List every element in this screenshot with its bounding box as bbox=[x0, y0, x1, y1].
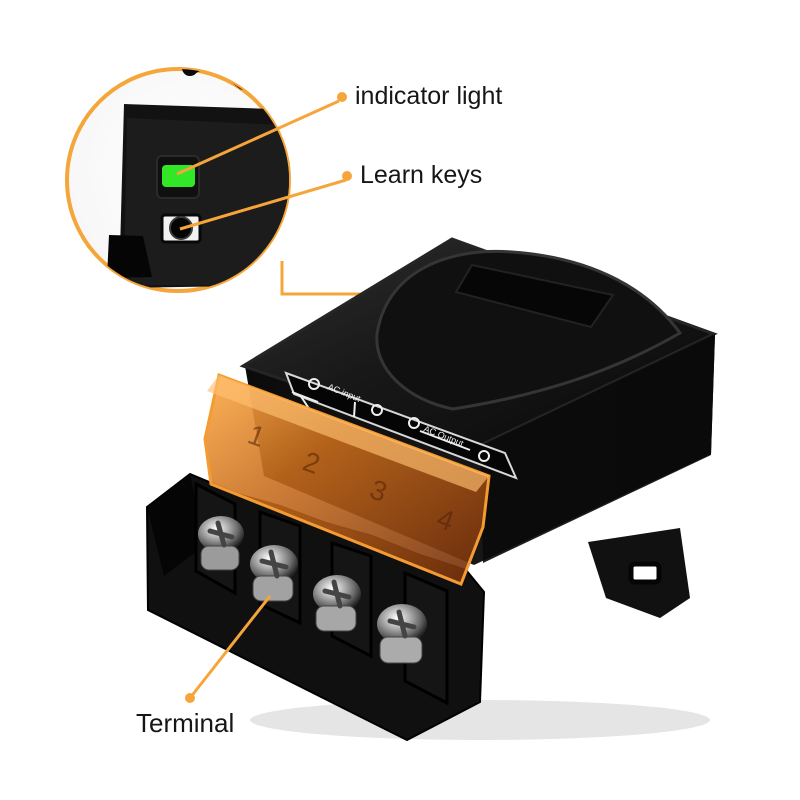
antenna-dome bbox=[375, 249, 683, 411]
label-window bbox=[454, 263, 615, 329]
device-shadow bbox=[250, 700, 710, 740]
terminal-cover-highlight bbox=[207, 375, 489, 492]
learn-keys-callout-dot bbox=[342, 170, 352, 181]
terminal-callout-dot bbox=[185, 693, 195, 703]
terminal-mark-lines bbox=[291, 391, 471, 451]
terminal-callout: Terminal bbox=[136, 708, 234, 739]
terminal-marking-symbols bbox=[291, 378, 490, 462]
terminal-mark-icon bbox=[371, 404, 383, 416]
inset-connector-line bbox=[280, 261, 368, 296]
indicator-light-callout-dot bbox=[337, 91, 347, 102]
inset-base-edge bbox=[107, 235, 152, 278]
learn-key-callout-line bbox=[179, 178, 347, 231]
indicator-callout-line bbox=[176, 99, 340, 176]
terminal-screws bbox=[198, 516, 427, 664]
right-housing-face bbox=[480, 334, 715, 563]
terminal-mark-icon bbox=[308, 378, 320, 390]
terminal-screw-icon bbox=[250, 545, 298, 602]
terminal-label: Terminal bbox=[136, 708, 235, 738]
mounting-hole-icon bbox=[628, 561, 662, 585]
terminal-mark-icon bbox=[478, 450, 490, 462]
learn-keys-label: Learn keys bbox=[360, 161, 483, 189]
learn-keys-callout: Learn keys bbox=[342, 161, 482, 190]
terminal-screw-icon bbox=[313, 575, 361, 632]
indicator-light-label: indicator light bbox=[355, 82, 503, 110]
zoom-inset-content bbox=[107, 69, 289, 288]
terminal-screw-icon bbox=[198, 516, 244, 571]
terminal-left-rib bbox=[147, 474, 205, 576]
terminal-callout-line bbox=[188, 595, 272, 699]
terminal-mark-icon bbox=[408, 417, 420, 429]
indicator-light-callout: indicator light bbox=[337, 82, 502, 111]
terminal-marking-strip bbox=[284, 371, 518, 480]
terminal-screw-icon bbox=[377, 604, 427, 664]
